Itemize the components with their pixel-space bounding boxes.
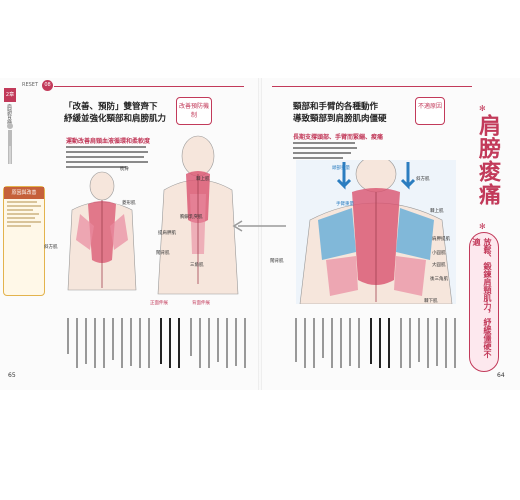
left-headline-line1: 「改善、預防」雙管齊下 bbox=[64, 102, 158, 112]
left-figure-label: 斜方肌 bbox=[44, 245, 58, 250]
right-figure-label: 後三角肌 bbox=[430, 277, 448, 282]
arrow-left-icon bbox=[232, 220, 286, 232]
left-figure-caption: 背面伸展 bbox=[192, 301, 210, 306]
left-subheading: 運動改善肩頸血液循環和柔軟度 bbox=[66, 138, 151, 145]
left-intro-text bbox=[66, 146, 148, 171]
right-subheading: 長期支撐頭部、手臂而緊繃、痠痛 bbox=[293, 134, 384, 141]
left-figure-label: 三角肌 bbox=[190, 263, 204, 268]
right-figure-label: 斜方肌 bbox=[416, 177, 430, 182]
right-intro-text bbox=[293, 142, 357, 162]
left-figure-label: 菱形肌 bbox=[122, 201, 136, 206]
right-callout: 頭部重量 bbox=[332, 166, 350, 171]
side-anatomy-figure bbox=[157, 135, 239, 295]
page-number-right: 64 bbox=[497, 372, 505, 379]
title-subtitle-pill bbox=[469, 232, 499, 372]
sidebar-box-heading: 原因與改善 bbox=[4, 187, 44, 199]
right-body-columns bbox=[282, 318, 456, 370]
page-number-left: 65 bbox=[8, 372, 16, 379]
page-title: 肩膀痠痛 bbox=[475, 114, 500, 206]
sidebar-info-box: 原因與改善 bbox=[3, 186, 45, 296]
left-figure-label: 棘上肌 bbox=[196, 177, 210, 182]
right-figure-label: 闊背肌 bbox=[270, 259, 284, 264]
left-headline-line2: 紓緩並強化頸部和肩膀肌力 bbox=[64, 114, 167, 124]
left-tag-badge: 改善預防機制 bbox=[176, 97, 212, 125]
back-anatomy-figure bbox=[67, 171, 137, 291]
left-body-columns bbox=[58, 318, 246, 370]
right-tag-badge: 不適原因 bbox=[415, 97, 445, 125]
page-subtitle: 放鬆、鍛鍊肩頸肌力，紓緩僵硬不適 bbox=[472, 238, 492, 358]
sidebar-vertical-label: 肩頸背痛 bbox=[6, 104, 12, 124]
header-rule-right bbox=[272, 86, 472, 87]
left-figure-label: 枕骨 bbox=[120, 167, 129, 172]
header-section-label: RESET bbox=[22, 82, 39, 88]
right-callout: 手臂重量 bbox=[336, 202, 354, 207]
left-figure-label: 胸鎖乳突肌 bbox=[180, 215, 203, 220]
right-figure-label: 肩胛提肌 bbox=[432, 237, 450, 242]
asterisk-icon: ✻ bbox=[479, 104, 486, 113]
shoulder-anatomy-figure bbox=[296, 160, 456, 304]
asterisk-icon: ✻ bbox=[479, 222, 486, 231]
chapter-tab: 2章 bbox=[4, 88, 16, 102]
body-silhouette-icon bbox=[7, 123, 13, 164]
right-figure-label: 大圓肌 bbox=[432, 263, 446, 268]
right-headline-line1: 頸部和手臂的各種動作 bbox=[293, 102, 379, 112]
right-figure-label: 小圓肌 bbox=[432, 251, 446, 256]
right-figure-label: 棘下肌 bbox=[424, 299, 438, 304]
left-figure-caption: 正面伸展 bbox=[150, 301, 168, 306]
left-figure-label: 闊背肌 bbox=[156, 251, 170, 256]
header-rule bbox=[54, 86, 244, 87]
chapter-number-badge: 08 bbox=[42, 80, 53, 91]
right-figure-label: 棘上肌 bbox=[430, 209, 444, 214]
page-title-panel: ✻ 肩膀痠痛 ✻ 放鬆、鍛鍊肩頸肌力，紓緩僵硬不適 bbox=[461, 104, 507, 372]
left-figure-label: 提肩胛肌 bbox=[158, 231, 176, 236]
page-gutter bbox=[258, 78, 262, 390]
right-headline-line2: 導致頸部到肩膀肌肉僵硬 bbox=[293, 114, 387, 124]
